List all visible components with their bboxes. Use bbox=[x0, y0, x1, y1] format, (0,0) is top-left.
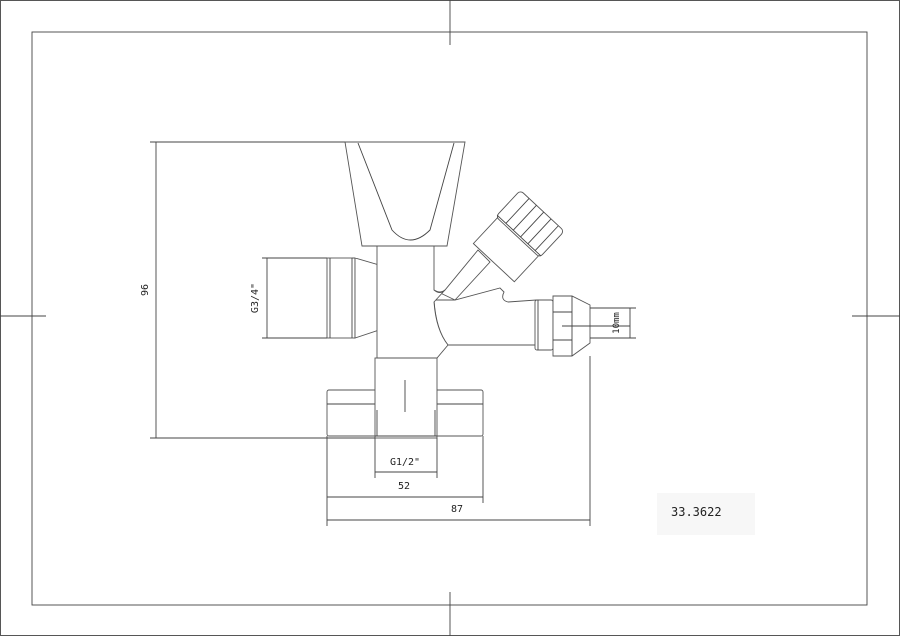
dim-flange-width-label: 52 bbox=[398, 481, 410, 492]
bottom-outlet bbox=[374, 357, 438, 439]
dim-overall-width-label: 87 bbox=[451, 504, 463, 515]
article-number-box: 33.3622 bbox=[657, 493, 755, 535]
left-inlet bbox=[326, 257, 383, 339]
compression-fitting bbox=[534, 295, 630, 357]
handle bbox=[344, 141, 466, 247]
valve-body bbox=[376, 245, 449, 359]
dim-height-label: 96 bbox=[140, 284, 151, 296]
dim-inlet-thread-label: G3/4" bbox=[250, 283, 261, 313]
dim-pipe-diameter-label: 10mm bbox=[612, 312, 622, 334]
inner-frame bbox=[31, 31, 868, 606]
filter-cap bbox=[472, 191, 564, 283]
dim-outlet-thread-label: G1/2" bbox=[390, 457, 420, 468]
article-number: 33.3622 bbox=[671, 505, 722, 519]
dimension-lines bbox=[150, 141, 636, 526]
